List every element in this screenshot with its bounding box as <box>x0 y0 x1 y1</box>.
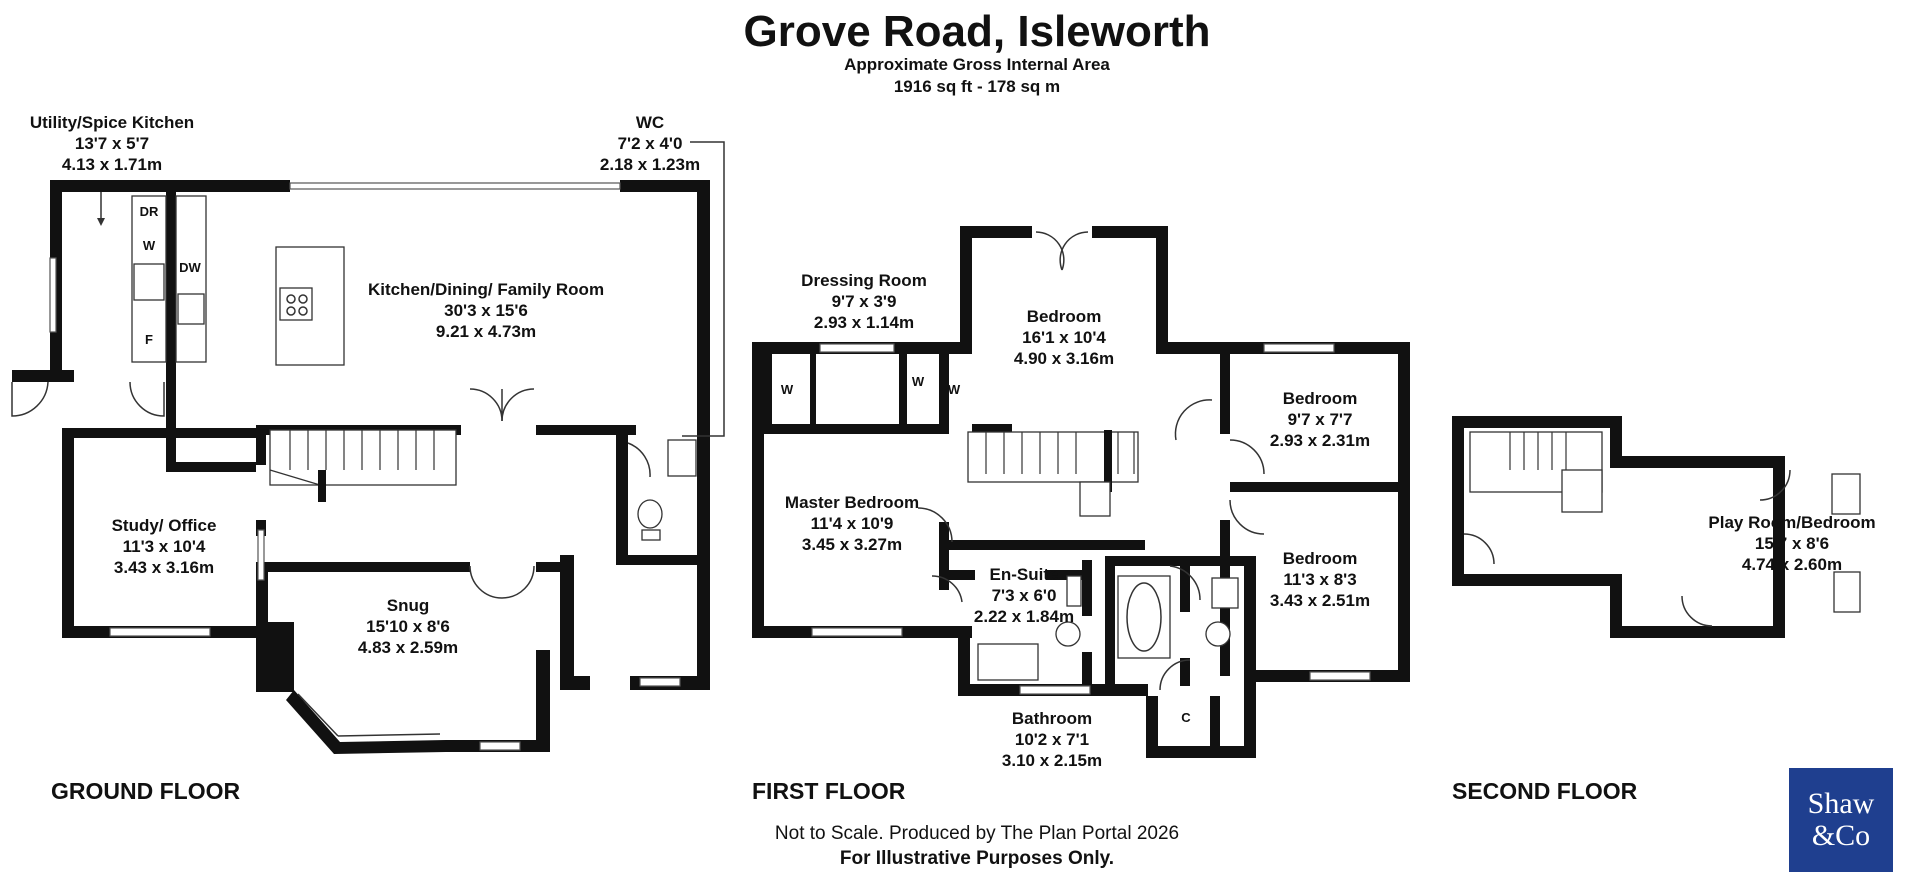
second-floor-plan: Play Room/Bedroom 15'7 x 8'6 4.74 x 2.60… <box>1452 416 1876 804</box>
wc-name: WC <box>636 113 664 132</box>
study-imperial: 11'3 x 10'4 <box>123 537 206 556</box>
logo-line2: &Co <box>1811 819 1871 852</box>
bedroom-right-metric: 2.93 x 2.31m <box>1270 431 1370 450</box>
snug-metric: 4.83 x 2.59m <box>358 638 458 657</box>
playroom-imperial: 15'7 x 8'6 <box>1755 534 1829 553</box>
brand-logo: Shaw &Co <box>1789 768 1893 872</box>
snug-imperial: 15'10 x 8'6 <box>366 617 450 636</box>
ensuite-name: En-Suite <box>990 565 1059 584</box>
fixture-f-label: F <box>145 332 153 347</box>
ground-floor-label: GROUND FLOOR <box>51 778 240 804</box>
bedroom-right-imperial: 9'7 x 7'7 <box>1288 410 1353 429</box>
ensuite-imperial: 7'3 x 6'0 <box>992 586 1057 605</box>
bathroom-metric: 3.10 x 2.15m <box>1002 751 1102 770</box>
study-metric: 3.43 x 3.16m <box>114 558 214 577</box>
wc-imperial: 7'2 x 4'0 <box>618 134 683 153</box>
dressing-name: Dressing Room <box>801 271 927 290</box>
footer-disclaimer: For Illustrative Purposes Only. <box>840 848 1114 869</box>
fixture-dr-label: DR <box>140 204 159 219</box>
snug-name: Snug <box>387 596 430 615</box>
wc-metric: 2.18 x 1.23m <box>600 155 700 174</box>
master-metric: 3.45 x 3.27m <box>802 535 902 554</box>
area-subtitle: Approximate Gross Internal Area <box>844 55 1110 74</box>
kitchen-imperial: 30'3 x 15'6 <box>444 301 528 320</box>
footer-note: Not to Scale. Produced by The Plan Porta… <box>775 823 1179 844</box>
kitchen-name: Kitchen/Dining/ Family Room <box>368 280 604 299</box>
first-floor-plan: W W W C Dressing Room 9'7 x 3'9 2.93 x 1… <box>752 226 1410 804</box>
fixture-w-label: W <box>143 238 156 253</box>
master-name: Master Bedroom <box>785 493 919 512</box>
playroom-metric: 4.74 x 2.60m <box>1742 555 1842 574</box>
bedroom-low-metric: 3.43 x 2.51m <box>1270 591 1370 610</box>
logo-line1: Shaw <box>1807 787 1875 820</box>
bedroom-top-imperial: 16'1 x 10'4 <box>1022 328 1106 347</box>
page-title: Grove Road, Isleworth <box>744 7 1211 56</box>
dressing-imperial: 9'7 x 3'9 <box>832 292 897 311</box>
utility-imperial: 13'7 x 5'7 <box>75 134 149 153</box>
utility-metric: 4.13 x 1.71m <box>62 155 162 174</box>
playroom-name: Play Room/Bedroom <box>1708 513 1875 532</box>
bedroom-top-name: Bedroom <box>1027 307 1102 326</box>
kitchen-metric: 9.21 x 4.73m <box>436 322 536 341</box>
ensuite-metric: 2.22 x 1.84m <box>974 607 1074 626</box>
bedroom-low-name: Bedroom <box>1283 549 1358 568</box>
bedroom-low-imperial: 11'3 x 8'3 <box>1283 570 1356 589</box>
study-name: Study/ Office <box>112 516 217 535</box>
utility-name: Utility/Spice Kitchen <box>30 113 194 132</box>
bathroom-imperial: 10'2 x 7'1 <box>1015 730 1089 749</box>
fixture-w-left: W <box>781 382 794 397</box>
first-floor-label: FIRST FLOOR <box>752 778 906 804</box>
master-imperial: 11'4 x 10'9 <box>811 514 894 533</box>
bedroom-top-metric: 4.90 x 3.16m <box>1014 349 1114 368</box>
second-floor-label: SECOND FLOOR <box>1452 778 1638 804</box>
bedroom-right-name: Bedroom <box>1283 389 1358 408</box>
fixture-dw-label: DW <box>179 260 201 275</box>
bathroom-name: Bathroom <box>1012 709 1092 728</box>
area-value: 1916 sq ft - 178 sq m <box>894 77 1060 96</box>
fixture-w-mid: W <box>912 374 925 389</box>
fixture-c-label: C <box>1181 710 1191 725</box>
dressing-metric: 2.93 x 1.14m <box>814 313 914 332</box>
ground-floor-plan: DR W DW F Utility/Spice Kitchen 13'7 x 5… <box>11 113 725 804</box>
fixture-w-right: W <box>948 382 961 397</box>
